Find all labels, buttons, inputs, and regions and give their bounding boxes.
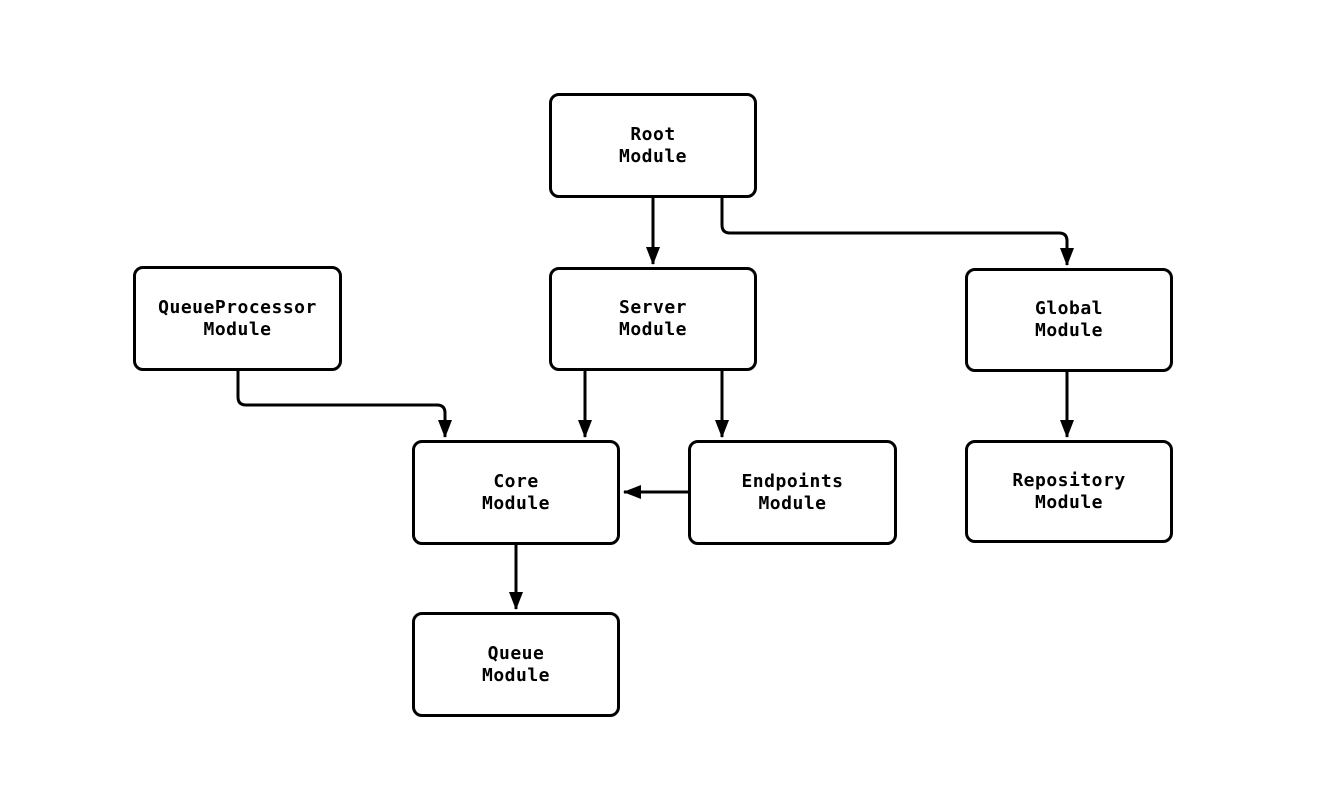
edge-queueprocessor-to-core-arrow [236, 371, 452, 438]
node-endpoints-module-label: Endpoints Module [741, 470, 844, 514]
node-global-module-label: Global Module [1034, 298, 1104, 341]
node-root-module: Root Module [549, 93, 757, 198]
node-queueprocessor-module-label: QueueProcessor Module [158, 296, 317, 340]
node-queueprocessor-module: QueueProcessor Module [133, 266, 342, 371]
node-repository-module-label: Repository Module [1012, 469, 1126, 513]
node-global-module: Global Module [965, 268, 1173, 372]
node-core-module: Core Module [412, 440, 620, 545]
node-server-module-label: Server Module [618, 297, 688, 340]
node-root-module-label: Root Module [618, 123, 688, 167]
node-endpoints-module: Endpoints Module [688, 440, 897, 545]
edge-root-to-global-arrow [720, 198, 1074, 266]
node-repository-module: Repository Module [965, 440, 1173, 543]
node-core-module-label: Core Module [481, 470, 551, 514]
node-queue-module-label: Queue Module [481, 642, 551, 686]
node-queue-module: Queue Module [412, 612, 620, 717]
node-server-module: Server Module [549, 267, 757, 371]
